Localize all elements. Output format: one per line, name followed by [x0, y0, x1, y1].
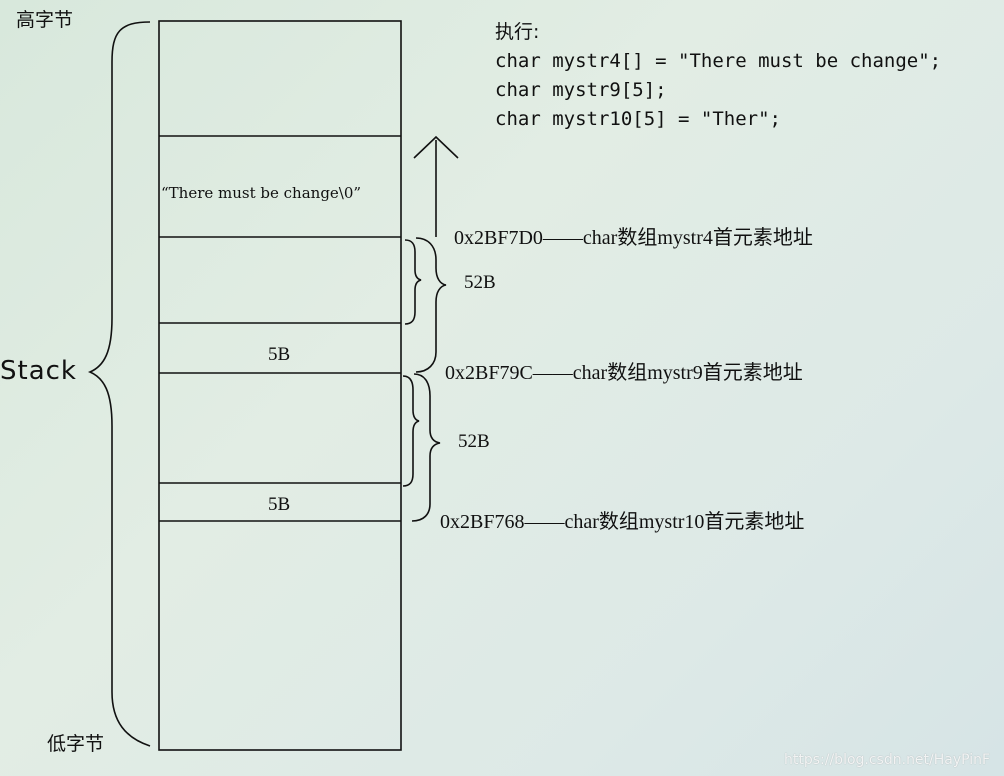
high-byte-label: 高字节: [16, 9, 74, 31]
code-block: 执行: char mystr4[] = "There must be chang…: [495, 18, 941, 134]
size-label-lower: 52B: [458, 431, 490, 452]
code-title: 执行:: [495, 21, 540, 43]
size-label-upper: 52B: [464, 272, 496, 293]
stack-column: [158, 20, 402, 751]
low-byte-label: 低字节: [47, 733, 105, 755]
small-brace-upper: [404, 239, 422, 325]
gap-cell-lower: 5B: [268, 494, 291, 515]
string-cell: “There must be change\0”: [161, 184, 362, 202]
code-line: char mystr9[5];: [495, 79, 667, 101]
size-brace-upper: [415, 237, 447, 373]
code-line: char mystr10[5] = "Ther";: [495, 108, 781, 130]
small-brace-lower: [402, 375, 420, 487]
stack-label: Stack: [0, 356, 77, 386]
address-mystr10: 0x2BF768——char数组mystr10首元素地址: [440, 511, 805, 533]
up-arrow-head: [413, 135, 459, 159]
size-brace-lower: [411, 373, 441, 522]
address-mystr9: 0x2BF79C——char数组mystr9首元素地址: [445, 362, 803, 384]
stack-brace: [87, 21, 151, 747]
watermark: https://blog.csdn.net/HayPinF: [784, 752, 991, 768]
code-line: char mystr4[] = "There must be change";: [495, 50, 942, 72]
gap-cell-upper: 5B: [268, 344, 291, 365]
address-mystr4: 0x2BF7D0——char数组mystr4首元素地址: [454, 227, 813, 249]
